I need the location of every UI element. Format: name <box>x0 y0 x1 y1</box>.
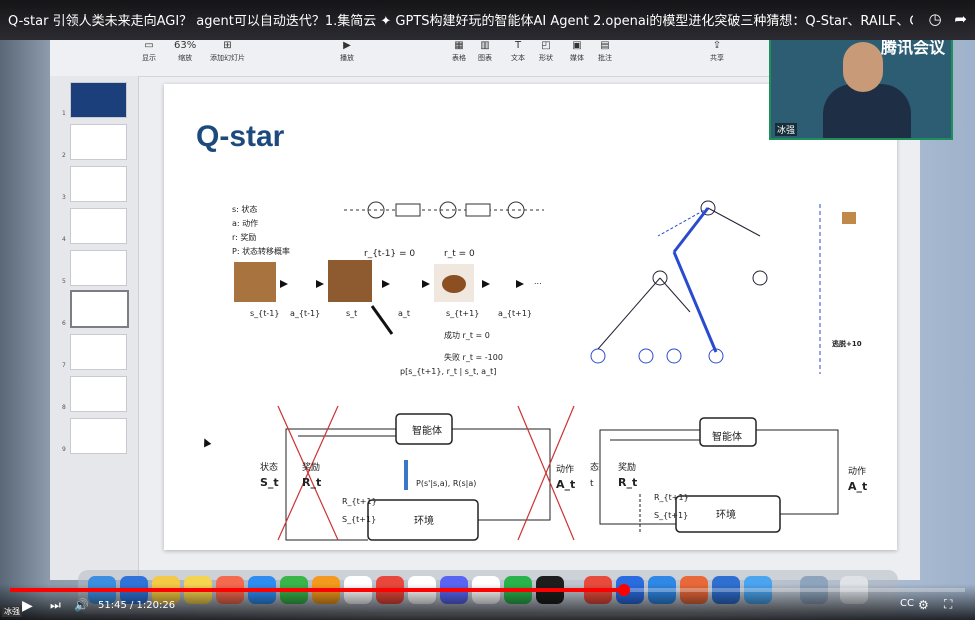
chain-ellipsis: ... <box>534 277 542 286</box>
slide-thumb-1[interactable] <box>70 82 127 118</box>
share-icon: ⇪ <box>712 40 722 51</box>
s-next-label-right: S_{t+1} <box>654 511 688 520</box>
zoom-button[interactable]: 63%缩放 <box>174 40 197 62</box>
shape-button[interactable]: ◰形状 <box>539 40 553 62</box>
env-label-right: 环境 <box>716 508 736 521</box>
state-symbol-right: t <box>590 479 594 489</box>
legend-state: s: 状态 <box>232 204 257 214</box>
reward-symbol: R_t <box>302 476 321 489</box>
chain-a-t: a_t <box>398 309 410 318</box>
slide-thumb-3[interactable] <box>70 166 127 202</box>
transition-label: P(s'|s,a), R(s|a) <box>416 479 476 488</box>
agent-label-left: 智能体 <box>412 424 442 437</box>
table-button[interactable]: ▦表格 <box>452 40 466 62</box>
chain-s-t: s_t <box>346 309 357 318</box>
share-arrow-icon[interactable]: ➦ <box>954 10 967 28</box>
presenter-name: 冰强 <box>775 123 798 136</box>
add-slide-button[interactable]: ⊞添加幻灯片 <box>210 40 245 62</box>
tree-escape-label: 逃脱+10 <box>832 339 862 348</box>
comment-icon: ▤ <box>600 40 610 51</box>
comment-button[interactable]: ▤批注 <box>598 40 612 62</box>
state-label: 状态 <box>260 461 278 473</box>
slide-thumb-2[interactable] <box>70 124 127 160</box>
media-icon: ▣ <box>572 40 582 51</box>
chart-button[interactable]: ▥图表 <box>478 40 492 62</box>
branch-fail: 失败 r_t = -100 <box>444 352 503 362</box>
play-icon[interactable]: ▶ <box>22 598 33 614</box>
s-next-label: S_{t+1} <box>342 515 376 524</box>
progress-fill <box>10 588 625 592</box>
slide-thumb-8[interactable] <box>70 376 127 412</box>
presenter-body <box>823 84 911 138</box>
progress-knob[interactable] <box>618 584 631 596</box>
legend-probability: P: 状态转移概率 <box>232 246 290 256</box>
plus-icon: ⊞ <box>223 40 232 51</box>
slide-thumb-4[interactable] <box>70 208 127 244</box>
chain-a-prev: a_{t-1} <box>290 309 320 318</box>
share-button[interactable]: ⇪共享 <box>710 40 724 62</box>
slide-thumb-6[interactable] <box>70 290 129 328</box>
reward-label: 奖励 <box>302 461 320 473</box>
top-icons: ◷ ➦ <box>929 10 967 28</box>
chain-s-next: s_{t+1} <box>446 309 479 318</box>
chain-a-next: a_{t+1} <box>498 309 532 318</box>
text-icon: T <box>514 40 522 51</box>
tencent-meeting-logo: 腾讯会议 <box>880 38 945 57</box>
legend-reward: r: 奖励 <box>232 232 256 242</box>
play-button[interactable]: ▶播放 <box>340 40 354 62</box>
slide-thumb-7[interactable] <box>70 334 127 370</box>
branch-success: 成功 r_t = 0 <box>444 330 490 340</box>
captions-icon[interactable]: CC <box>900 598 914 609</box>
action-label: 动作 <box>556 463 574 475</box>
slide-navigator: 1 2 3 4 5 6 7 8 9 <box>50 76 139 580</box>
bear-image-1 <box>234 262 276 302</box>
settings-gear-icon[interactable]: ⚙ <box>918 598 929 612</box>
r-next-label: R_{t+1} <box>342 497 377 506</box>
progress-bar[interactable] <box>10 584 965 596</box>
show-button[interactable]: ▭显示 <box>142 40 156 62</box>
reward-label-1: r_{t-1} = 0 <box>364 249 415 259</box>
action-symbol: A_t <box>556 478 575 491</box>
video-title[interactable]: Q-star 引领人类未来走向AGI？ agent可以自动迭代？1.集简云 ✦ … <box>8 14 913 29</box>
state-label-right: 态 <box>590 461 599 473</box>
shape-icon: ◰ <box>541 40 551 51</box>
r-next-label-right: R_{t+1} <box>654 493 689 502</box>
chart-icon: ▥ <box>480 40 490 51</box>
slide-thumb-5[interactable] <box>70 250 127 286</box>
bear-image-2 <box>328 260 372 302</box>
slide-thumb-9[interactable] <box>70 418 127 454</box>
agent-label-right: 智能体 <box>712 430 742 443</box>
action-symbol-right: A_t <box>848 480 867 493</box>
legend-action: a: 动作 <box>232 218 258 228</box>
rl-diagram-left <box>277 405 575 541</box>
next-icon[interactable]: ⏭ <box>50 598 61 612</box>
sidebar-icon: ▭ <box>144 40 154 51</box>
corner-watermark: 冰强 <box>2 606 22 617</box>
watch-later-icon[interactable]: ◷ <box>928 10 942 28</box>
action-label-right: 动作 <box>848 465 866 477</box>
slide-canvas[interactable]: Q-star s: 状态 a: 动作 r: 奖励 P: 状态转移概率 r_{t-… <box>164 84 897 550</box>
probability-label: p[s_{t+1}, r_t | s_t, a_t] <box>400 367 496 376</box>
table-icon: ▦ <box>454 40 464 51</box>
rl-diagram-right <box>599 417 839 533</box>
slide-title: Q-star <box>196 120 285 153</box>
top-chain <box>344 201 544 219</box>
volume-icon[interactable]: 🔊 <box>74 598 89 612</box>
fullscreen-icon[interactable]: ⛶ <box>944 597 953 611</box>
webcam-overlay: 腾讯会议 冰强 <box>769 24 953 140</box>
reward-symbol-right: R_t <box>618 476 637 489</box>
video-title-bar: Q-star 引领人类未来走向AGI？ agent可以自动迭代？1.集简云 ✦ … <box>0 0 975 40</box>
state-symbol: S_t <box>260 476 279 489</box>
env-label-left: 环境 <box>414 514 434 527</box>
presenter-head <box>843 42 883 92</box>
search-tree <box>590 200 856 374</box>
reward-label-right: 奖励 <box>618 461 636 473</box>
chain-s-prev: s_{t-1} <box>250 309 279 318</box>
reward-label-2: r_t = 0 <box>444 249 475 259</box>
slide-diagrams: s: 状态 a: 动作 r: 奖励 P: 状态转移概率 r_{t-1} = 0 … <box>232 200 867 541</box>
play-icon: ▶ <box>343 40 351 51</box>
time-display: 51:45 / 1:20:26 <box>98 600 176 611</box>
media-button[interactable]: ▣媒体 <box>570 40 584 62</box>
